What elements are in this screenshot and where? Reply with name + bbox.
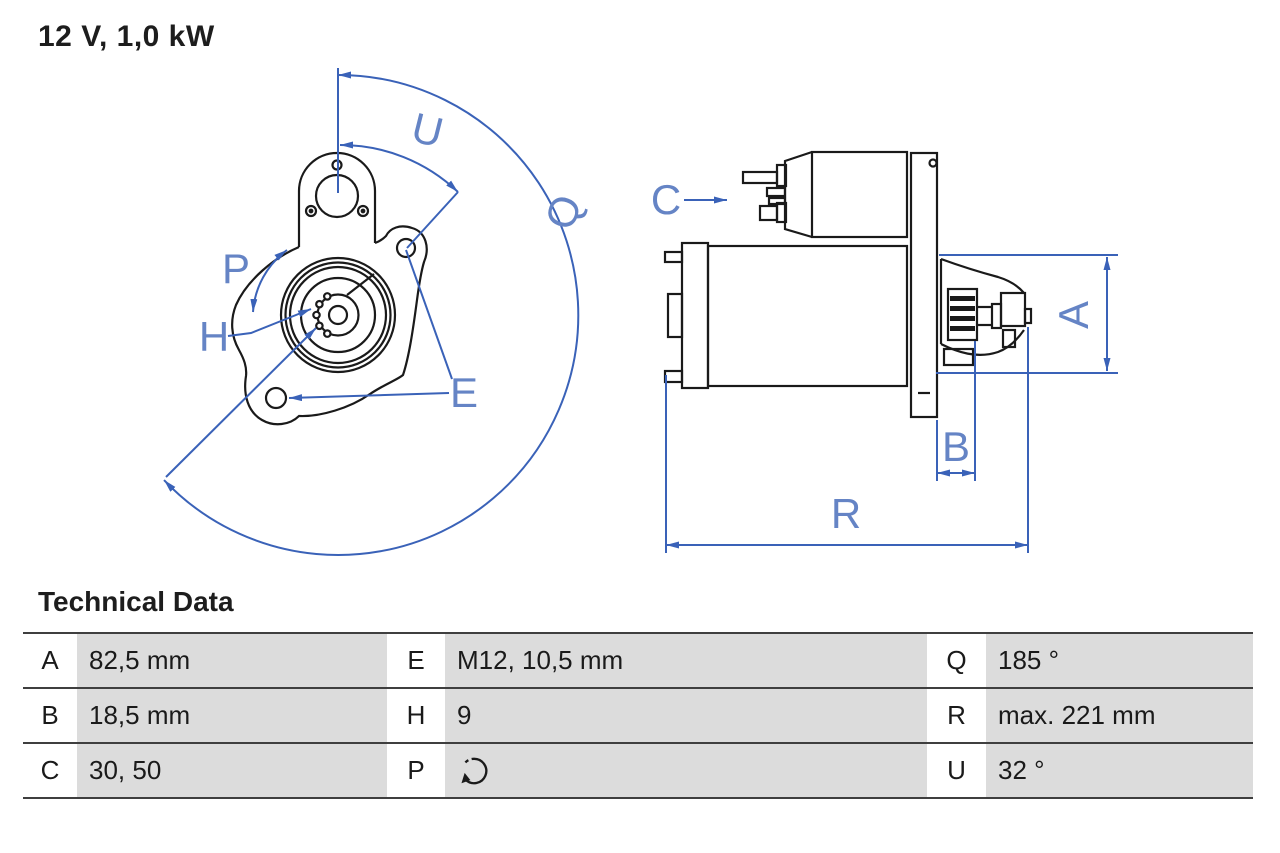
spec-key-B: B — [23, 689, 77, 742]
label-u: U — [407, 103, 448, 156]
q-angle-arc — [163, 71, 580, 556]
starter-motor-technical-drawing: U Q P H E — [163, 68, 1118, 556]
label-e: E — [450, 369, 478, 416]
spec-key-P: P — [387, 744, 445, 797]
front-view-labels: U Q P H E — [199, 103, 591, 416]
label-h: H — [199, 313, 229, 360]
spec-value-H: 9 — [445, 689, 927, 742]
page-title: 12 V, 1,0 kW — [38, 20, 215, 53]
p-rotation-arrow — [250, 249, 288, 313]
label-r: R — [831, 490, 861, 537]
h-leader-line — [227, 308, 312, 337]
spec-value-A: 82,5 mm — [77, 634, 387, 687]
side-view-dimensions — [665, 196, 1118, 553]
spec-value-E: M12, 10,5 mm — [445, 634, 927, 687]
spec-value-P — [445, 744, 927, 797]
side-view-labels: C A B R — [651, 176, 1097, 537]
spline-circle — [316, 293, 360, 337]
motor-body — [706, 244, 909, 388]
spec-key-H: H — [387, 689, 445, 742]
side-view-outline — [663, 150, 1033, 419]
shaft-hole — [327, 304, 349, 326]
label-q: Q — [536, 189, 591, 236]
spec-key-A: A — [23, 634, 77, 687]
technical-data-heading: Technical Data — [38, 586, 234, 617]
mounting-flange-plate — [909, 151, 939, 419]
spec-key-E: E — [387, 634, 445, 687]
table-row: C 30, 50 P U 32 ° — [23, 744, 1253, 799]
technical-data-table: A 82,5 mm E M12, 10,5 mm Q 185 ° B 18,5 … — [23, 632, 1253, 799]
label-b: B — [942, 423, 970, 470]
spec-value-C: 30, 50 — [77, 744, 387, 797]
u-leader-line — [406, 191, 459, 249]
rotation-direction-icon — [461, 757, 488, 784]
table-row: A 82,5 mm E M12, 10,5 mm Q 185 ° — [23, 634, 1253, 689]
table-row: B 18,5 mm H 9 R max. 221 mm — [23, 689, 1253, 744]
label-p: P — [222, 245, 250, 292]
spec-value-Q: 185 ° — [986, 634, 1253, 687]
label-a: A — [1050, 301, 1097, 329]
solenoid-body — [810, 150, 909, 239]
spec-key-C: C — [23, 744, 77, 797]
spec-key-R: R — [927, 689, 986, 742]
spec-value-B: 18,5 mm — [77, 689, 387, 742]
bolt-hole-top-right — [395, 237, 417, 259]
u-angle-arc — [339, 141, 459, 193]
spec-value-R: max. 221 mm — [986, 689, 1253, 742]
q-radius-line — [165, 327, 317, 478]
e-leader-line-lower — [288, 392, 450, 402]
e-leader-line-upper — [405, 249, 453, 380]
pinion-gear — [946, 287, 979, 342]
spec-key-U: U — [927, 744, 986, 797]
bolt-hole-bottom-left — [264, 386, 288, 410]
spec-key-Q: Q — [927, 634, 986, 687]
label-c: C — [651, 176, 681, 223]
spec-value-U: 32 ° — [986, 744, 1253, 797]
front-view-dimensions — [163, 68, 580, 556]
